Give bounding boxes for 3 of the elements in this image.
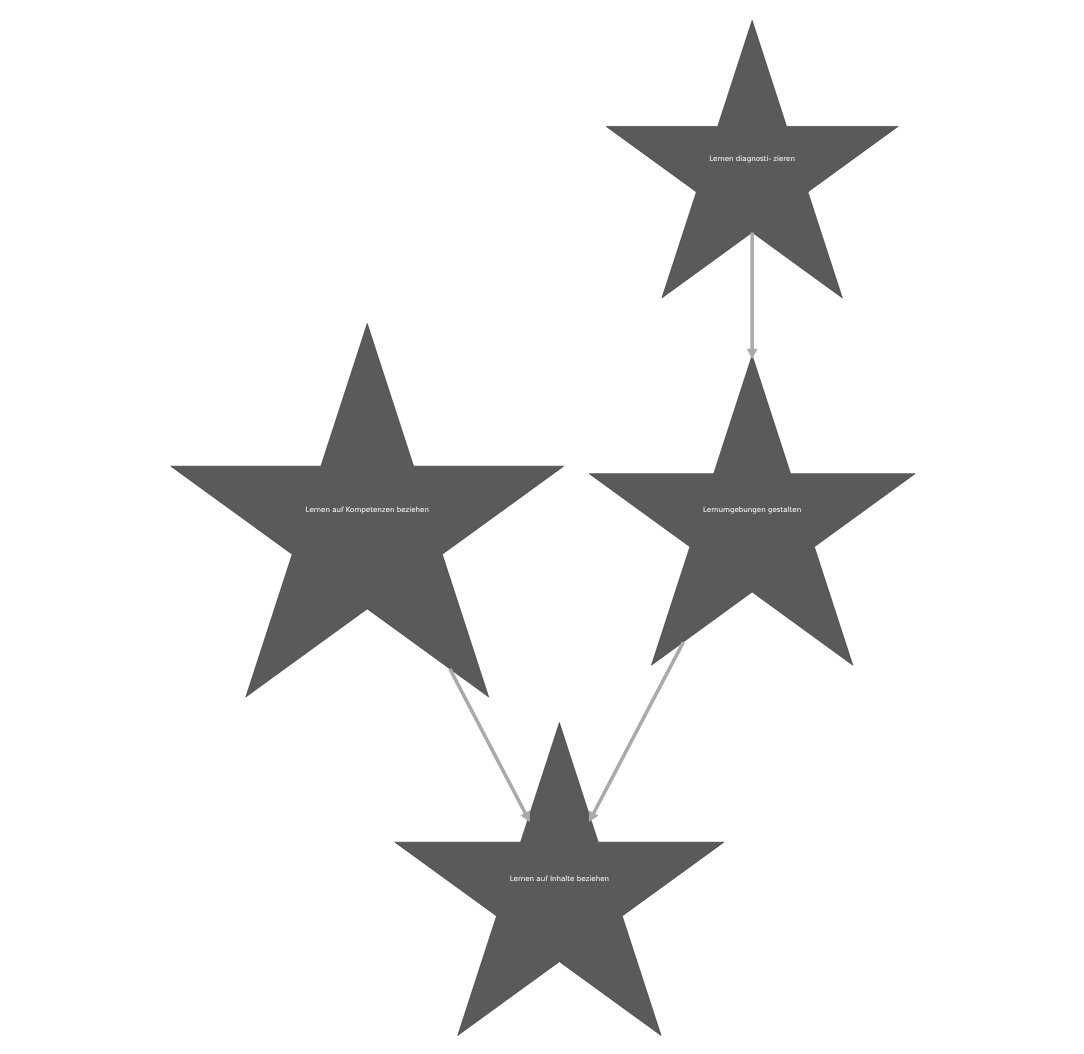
- arrow: [745, 231, 757, 359]
- arrow: [587, 640, 684, 822]
- arrow: [447, 667, 529, 822]
